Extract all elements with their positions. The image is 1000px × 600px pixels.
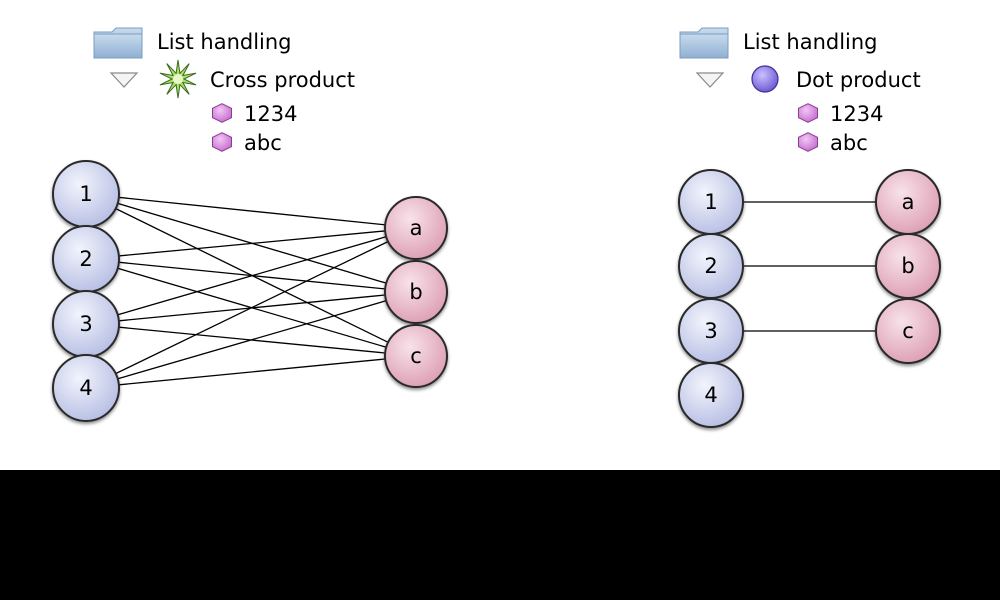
folder-label: List handling <box>743 30 878 54</box>
letter-node-label: a <box>410 216 423 240</box>
letter-node-label: b <box>409 280 422 304</box>
number-node: 4 <box>678 362 744 428</box>
letter-node: b <box>875 233 941 299</box>
number-node-label: 2 <box>79 247 92 271</box>
number-node: 1 <box>52 160 120 228</box>
port-hexagon-icon <box>798 103 818 123</box>
operation-label: Dot product <box>796 68 921 92</box>
letter-node: b <box>384 260 448 324</box>
connection-edge <box>85 355 417 389</box>
disclosure-triangle-icon[interactable] <box>109 72 139 88</box>
input-label: abc <box>244 131 282 155</box>
letter-node: c <box>384 324 448 388</box>
number-node-label: 1 <box>704 190 717 214</box>
black-band <box>0 470 1000 600</box>
letter-node-label: c <box>902 319 914 343</box>
number-node: 3 <box>678 298 744 364</box>
connection-edge <box>85 227 417 325</box>
port-hexagon-icon <box>798 132 818 152</box>
number-node: 4 <box>52 354 120 422</box>
letter-node: a <box>875 169 941 235</box>
input-label: 1234 <box>244 102 297 126</box>
letter-node-label: a <box>902 190 915 214</box>
connection-edge <box>85 227 417 389</box>
starburst-icon <box>159 59 197 99</box>
input-label: abc <box>830 131 868 155</box>
number-node: 2 <box>52 225 120 293</box>
folder-label: List handling <box>157 30 292 54</box>
connection-edge <box>85 193 417 229</box>
number-node-label: 4 <box>79 376 92 400</box>
purple-circle-icon <box>751 65 779 93</box>
port-hexagon-icon <box>212 103 232 123</box>
letter-node-label: c <box>410 344 422 368</box>
disclosure-triangle-icon[interactable] <box>695 72 725 88</box>
number-node: 2 <box>678 233 744 299</box>
number-node: 3 <box>52 290 120 358</box>
number-node-label: 2 <box>704 254 717 278</box>
letter-node: c <box>875 298 941 364</box>
number-node: 1 <box>678 169 744 235</box>
connection-edge <box>85 227 417 260</box>
number-node-label: 4 <box>704 383 717 407</box>
connection-edge <box>85 291 417 389</box>
letter-node: a <box>384 196 448 260</box>
folder-icon <box>93 27 143 59</box>
number-node-label: 3 <box>704 319 717 343</box>
input-label: 1234 <box>830 102 883 126</box>
number-node-label: 3 <box>79 312 92 336</box>
folder-icon <box>679 27 729 59</box>
operation-label: Cross product <box>210 68 355 92</box>
number-node-label: 1 <box>79 182 92 206</box>
port-hexagon-icon <box>212 132 232 152</box>
letter-node-label: b <box>901 254 914 278</box>
